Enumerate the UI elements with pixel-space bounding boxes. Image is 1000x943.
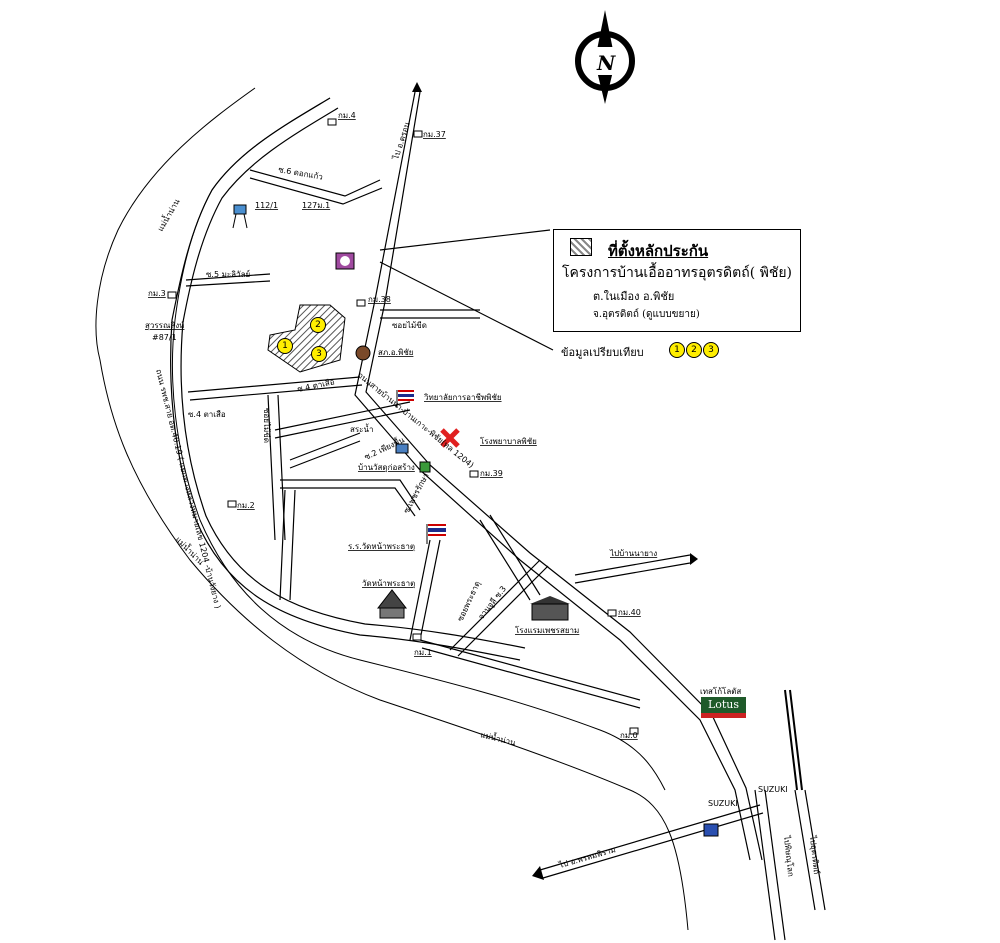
label-left-road: ถนน รพช.สาย อต.40.19 ( แยกทางหลวงหมายเลข… (154, 368, 222, 609)
label-hospital: โรงพยาบาลพิชัย (480, 436, 537, 446)
label-soi-maikhid: ซอยไม้ขีด (392, 321, 427, 330)
label-pond: สระน้ำ (350, 423, 373, 434)
legend-pointer-lines (379, 229, 554, 351)
label-km37: กม.37 (423, 130, 446, 139)
label-river-3: แม่น้ำน่าน (480, 728, 518, 747)
label-wat: วัดหน้าพระธาตุ (362, 579, 415, 588)
label-km39: กม.39 (480, 469, 503, 478)
soi-maikhid-road (380, 309, 480, 319)
label-km4: กม.4 (338, 111, 356, 120)
seven-eleven-icon (419, 461, 431, 473)
label-suwan-no: #87/1 (152, 333, 177, 342)
legend-box (553, 229, 801, 332)
road-to-pitsanulok (754, 789, 786, 941)
arrow-bannayang (690, 553, 698, 565)
label-hotel: โรงแรมเพชรสยาม (515, 625, 579, 635)
label-to-uttaradit: ไปอุตรดิตถ์ (808, 834, 822, 875)
label-to-bannayang: ไปบ้านนายาง (609, 549, 657, 558)
legend-title: ที่ตั้งหลักประกัน (608, 242, 709, 260)
soi-sra-road-2 (289, 432, 361, 469)
label-soi-petch: ซ.เพชรรักษา (402, 471, 431, 515)
left-road (170, 97, 526, 661)
label-to-phrompiram: ไป อ.พรหมพิราม (557, 845, 617, 870)
building-materials-icon (395, 443, 409, 454)
label-suzuki-1: SUZUKI (708, 799, 738, 808)
label-km0: กม.0 (620, 731, 638, 740)
label-suwan: สุวรรณสิงห์ (145, 320, 184, 330)
comparison-dot-2: 2 (686, 342, 702, 358)
label-building-materials: บ้านวัสดุก่อสร้าง (358, 463, 415, 472)
label-km3: กม.3 (148, 289, 166, 298)
legend-project-name: โครงการบ้านเอื้ออาทรอุตรดิตถ์( พิชัย) (562, 265, 793, 281)
water-tower-icon (232, 204, 248, 229)
label-river-1: แม่น้ำน่าน (154, 196, 182, 233)
label-soi4-a: ซ.4 ตาเสือ (297, 377, 336, 394)
marker-1[interactable]: 1 (277, 338, 293, 354)
label-soi-maikhid-2: ซอยไม้ขีด (262, 408, 271, 443)
hotel-icon (530, 596, 570, 621)
south-link-road (419, 639, 641, 709)
railway (784, 689, 803, 791)
legend-hatch-swatch (570, 238, 592, 256)
janrabi-road (449, 559, 549, 657)
soi4-road (187, 376, 363, 401)
arrow-north-road (412, 82, 422, 92)
police-station-icon (355, 345, 371, 361)
soi5-road (185, 273, 271, 287)
arrow-phrompiram (532, 866, 544, 880)
label-house-127: 127ม.1 (302, 201, 330, 210)
soi6-road (249, 169, 383, 205)
comparison-dot-3: 3 (703, 342, 719, 358)
label-km2: กม.2 (237, 501, 255, 510)
label-soi5: ซ.5 มะลิวัลย์ (206, 269, 250, 279)
legend-province: จ.อุตรดิตถ์ (ดูแบบขยาย) (593, 309, 700, 320)
river-outer-bank (95, 87, 689, 931)
lotus-store-logo: Lotus (701, 697, 746, 718)
road-to-phrompiram (539, 804, 764, 879)
shrine-icon-inner (340, 256, 350, 266)
temple-icon (376, 589, 408, 619)
soi-sra-road (274, 401, 411, 439)
compass-north-letter: N (596, 51, 616, 75)
comparison-label: ข้อมูลเปรียบเทียบ (561, 346, 644, 359)
soi-prathat-road (409, 539, 441, 641)
comparison-dot-1: 1 (669, 342, 685, 358)
label-km38: กม.38 (368, 295, 391, 304)
label-lotus-thai: เทสโก้โลตัส (700, 686, 741, 696)
hospital-cross-icon (440, 428, 460, 448)
label-soi4-b: ซ.4 ตาเสือ (188, 410, 226, 419)
main-road-1204 (354, 91, 763, 861)
bank-icon (703, 823, 719, 837)
lotus-brand-text: Lotus (707, 698, 740, 711)
to-bannayang-road (574, 554, 691, 584)
label-to-pitsanulok: ไปพิษณุโลก (782, 834, 796, 877)
road-to-uttaradit (794, 789, 826, 911)
label-suzuki-2: SUZUKI (758, 785, 788, 794)
soi2-road (280, 479, 421, 517)
label-km1: กม.1 (414, 648, 432, 657)
marker-2[interactable]: 2 (310, 317, 326, 333)
soi-petch-road (479, 514, 541, 601)
legend-district: ต.ในเมือง อ.พิชัย (593, 290, 675, 303)
label-km40: กม.40 (618, 608, 641, 617)
label-house-112: 112/1 (255, 201, 278, 210)
lotus-store-stripe (701, 713, 746, 718)
label-janrabi: จานจูลี ซ.3 (476, 584, 508, 622)
thai-flag-icon (396, 390, 414, 408)
label-college: วิทยาลัยการอาชีพพิชัย (423, 393, 501, 402)
marker-3[interactable]: 3 (311, 346, 327, 362)
label-police-station: สภ.อ.พิชัย (378, 348, 413, 357)
label-school: ร.ร.วัดหน้าพระธาตุ (348, 542, 415, 551)
compass-icon (575, 10, 635, 104)
thai-flag-icon-school (426, 524, 446, 544)
soi-south-link (279, 489, 296, 601)
km-post-icons (167, 118, 639, 735)
